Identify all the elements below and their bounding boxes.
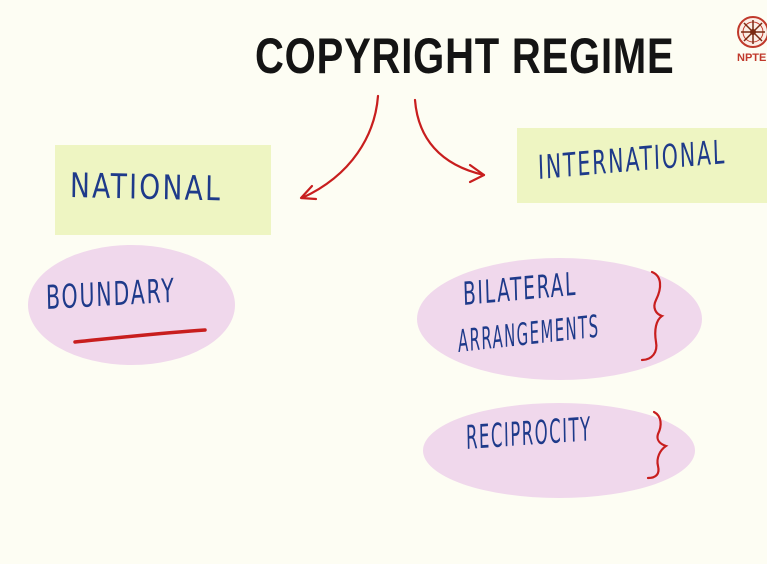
boundary-underline — [73, 328, 207, 344]
arrow-head-international — [468, 163, 486, 184]
national-box — [55, 145, 271, 235]
nptel-logo-text: NPTEL — [737, 52, 767, 64]
brace-reciprocity — [646, 410, 669, 480]
arrow-to-international — [413, 98, 486, 177]
bilateral-ellipse — [417, 258, 702, 380]
arrow-to-national — [300, 94, 380, 200]
brace-bilateral — [640, 270, 665, 362]
boundary-ellipse — [28, 245, 235, 365]
arrow-head-national — [299, 184, 318, 201]
nptel-wheel-icon — [737, 16, 767, 48]
reciprocity-ellipse — [423, 403, 695, 498]
international-box — [517, 128, 767, 203]
